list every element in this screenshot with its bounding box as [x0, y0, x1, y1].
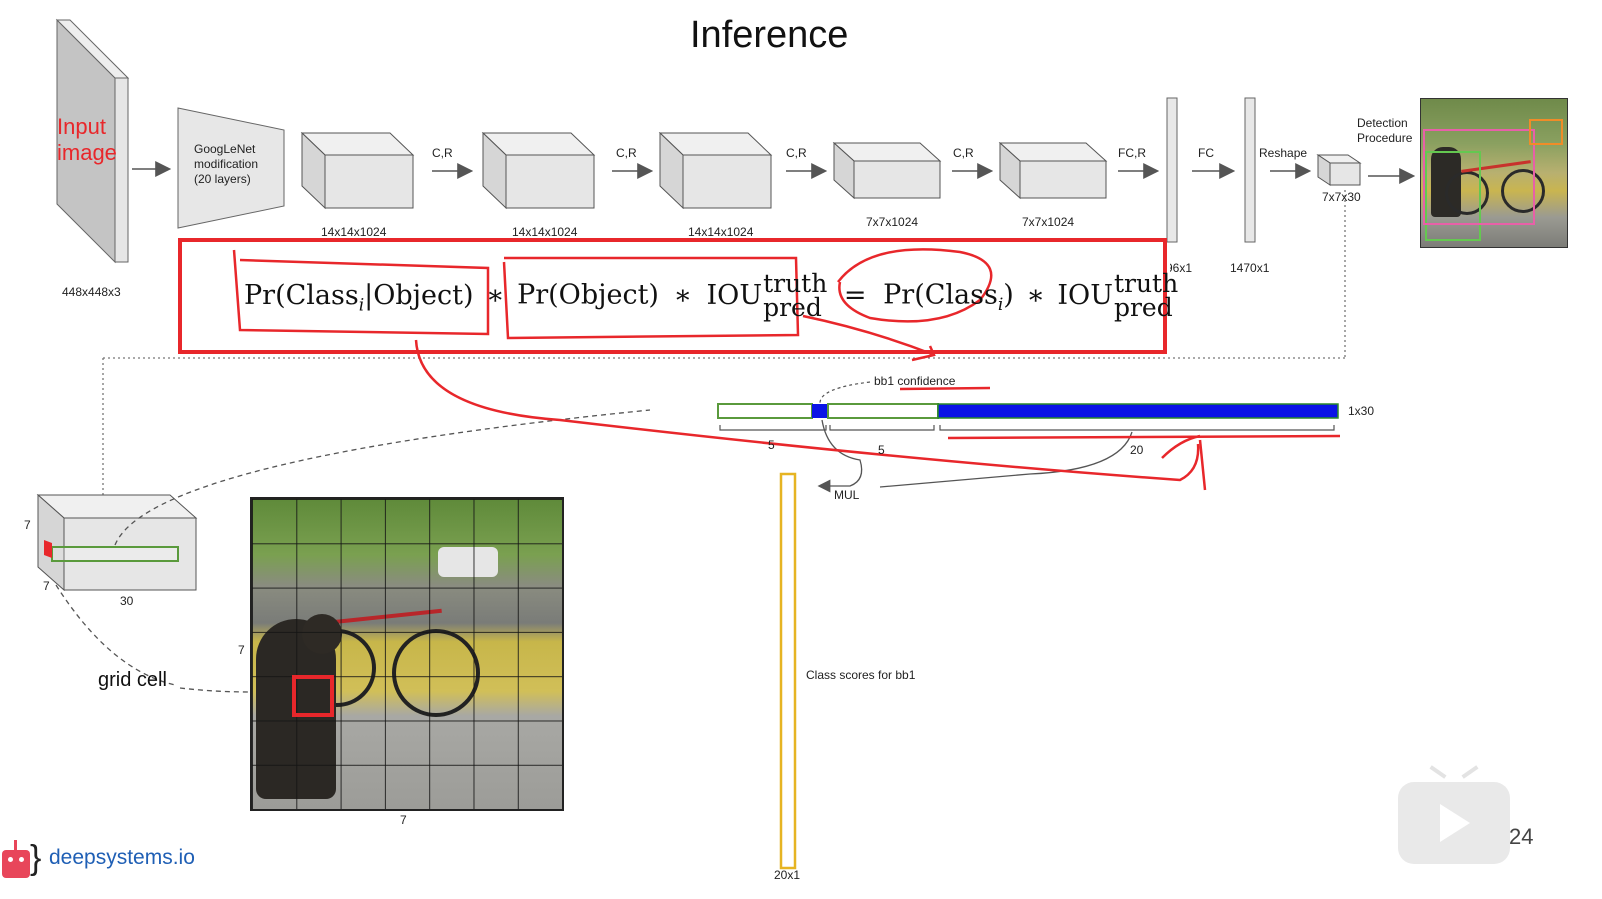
segment-label-3: 20 [1130, 443, 1144, 457]
class-scores-label: Class scores for bb1 [806, 668, 916, 682]
vector-braces [719, 425, 1335, 431]
detection-output-image [1420, 98, 1568, 248]
conv-block-3 [658, 131, 773, 210]
output-size-label: 7x7x30 [1322, 190, 1361, 204]
formula-iou-1-sup: truth [763, 269, 828, 298]
class-scores-bar [779, 472, 797, 870]
op-label-2: C,R [616, 146, 637, 160]
op-label-4: C,R [953, 146, 974, 160]
formula-lhs-obj: |Object) [364, 279, 474, 311]
vector-1x30 [717, 403, 1339, 419]
grid-dim-y: 7 [238, 643, 245, 657]
op-label-6: FC [1198, 146, 1214, 160]
formula-rhs-sub: i [997, 294, 1004, 315]
formula-times-3: ∗ [1026, 279, 1045, 311]
layer-size-2: 14x14x1024 [512, 225, 578, 239]
highlighted-grid-cell [292, 675, 334, 717]
formula-times-2: ∗ [673, 279, 692, 311]
googlenet-block [177, 107, 285, 229]
input-image-label: Input image [57, 114, 117, 165]
fc-bar-2 [1244, 97, 1256, 243]
brand-name[interactable]: deepsystems.io [49, 846, 195, 869]
formula-iou-1-sub: pred [763, 293, 822, 322]
layer-size-4: 7x7x1024 [866, 215, 919, 229]
tensor-dim-height: 7 [24, 518, 31, 532]
formula-iou-2-sup: truth [1113, 269, 1179, 298]
dotted-connectors [102, 190, 1346, 495]
grid-dim-x: 7 [400, 813, 407, 827]
tensor-dashed-links [55, 409, 651, 693]
tensor-dim-depth: 7 [43, 579, 50, 593]
op-label-7: Reshape [1259, 146, 1308, 160]
vector-size-label: 1x30 [1348, 404, 1375, 418]
robot-logo-icon [0, 838, 32, 878]
grid-image [250, 497, 564, 811]
formula-rhs-close: ) [1003, 279, 1014, 311]
formula-iou-1-text: IOU [706, 279, 763, 311]
play-button-icon[interactable] [1398, 782, 1510, 864]
pipeline-arrows [132, 161, 1416, 184]
red-annotations [178, 238, 1341, 491]
mul-label: MUL [834, 488, 860, 502]
formula-lhs: Pr(Classi|Object) [244, 279, 474, 315]
formula-iou-2-sub: pred [1113, 293, 1173, 322]
layer-size-1: 14x14x1024 [321, 225, 387, 239]
op-label-5: FC,R [1118, 146, 1146, 160]
layer-size-5: 7x7x1024 [1022, 215, 1075, 229]
mul-arrows [817, 419, 1133, 493]
grid-tensor-box [36, 493, 198, 592]
fc-size-1: 96x1 [1166, 261, 1193, 275]
segment-label-1: 5 [768, 438, 775, 452]
page-number: 24 [1509, 824, 1534, 849]
class-scores-size: 20x1 [774, 868, 801, 882]
formula-equals: = [843, 279, 867, 311]
conv-block-1 [300, 131, 415, 210]
googlenet-label: GoogLeNet modification (20 layers) [194, 142, 259, 186]
formula-lhs-pr: Pr(Class [244, 279, 359, 311]
formula-lhs-sub: i [358, 294, 365, 315]
conv-block-2 [481, 131, 596, 210]
conv-block-4 [832, 141, 942, 200]
tv-antenna-icon [1425, 765, 1483, 784]
formula-rhs-pr: Pr(Class [883, 279, 998, 311]
input-size-label: 448x448x3 [62, 285, 121, 299]
segment-label-2: 5 [878, 443, 885, 457]
conv-block-5 [998, 141, 1108, 200]
fc-bar-1 [1166, 97, 1178, 243]
op-label-3: C,R [786, 146, 807, 160]
input-image-slab [55, 18, 130, 264]
tensor-dim-width: 30 [120, 594, 134, 608]
brand-brace-icon: } [30, 839, 42, 877]
bb1-confidence-label: bb1 confidence [874, 374, 956, 388]
output-tensor-small [1316, 154, 1362, 186]
confidence-pointer [819, 381, 871, 404]
formula-mid-pr: Pr(Object) [517, 279, 659, 311]
formula-times-1: ∗ [486, 279, 505, 311]
grid-cell-label: grid cell [98, 669, 167, 691]
slide-title: Inference [690, 14, 849, 56]
formula-iou-2-text: IOU [1057, 279, 1113, 311]
op-label-1: C,R [432, 146, 453, 160]
fc-size-2: 1470x1 [1230, 261, 1270, 275]
layer-size-3: 14x14x1024 [688, 225, 754, 239]
detection-procedure-label: Detection Procedure [1357, 116, 1413, 145]
